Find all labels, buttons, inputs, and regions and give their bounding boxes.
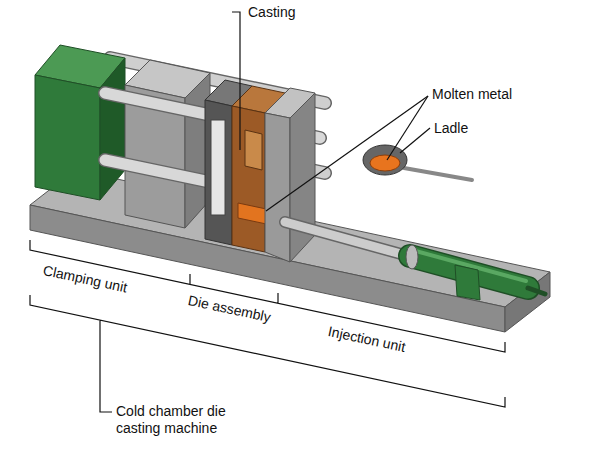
part-label: Clamping unit — [41, 262, 128, 296]
leader-line — [387, 96, 428, 160]
part-label: Die assembly — [186, 292, 272, 326]
tie-bar-outline — [105, 160, 215, 183]
leader-line — [400, 128, 430, 153]
cylinder-support — [455, 265, 480, 300]
part-label: Cold chamber die casting machine — [116, 403, 251, 437]
part-label: Ladle — [434, 120, 468, 137]
part-label: Injection unit — [326, 323, 406, 356]
stationary-platen-side — [290, 93, 315, 262]
casting-shape — [245, 130, 262, 170]
ladle-handle — [404, 168, 472, 180]
plunger-rod — [285, 222, 412, 257]
molten-metal — [370, 155, 400, 171]
part-label: Molten metal — [432, 86, 512, 103]
section-bracket — [30, 240, 505, 352]
moving-die-front — [205, 100, 232, 245]
cylinder-end — [528, 288, 545, 294]
clamp-block-front — [35, 75, 100, 200]
die-face — [211, 120, 225, 215]
die-front — [232, 106, 265, 252]
ladle-bowl — [363, 145, 407, 175]
tie-bar — [105, 160, 215, 183]
clamp-block-side — [100, 58, 125, 200]
leader-line — [232, 12, 240, 150]
stationary-platen-front — [265, 113, 290, 262]
plunger-outline — [285, 222, 412, 257]
leader-line — [266, 96, 428, 211]
part-label: Casting — [248, 4, 295, 21]
cylinder-ring — [406, 245, 418, 269]
